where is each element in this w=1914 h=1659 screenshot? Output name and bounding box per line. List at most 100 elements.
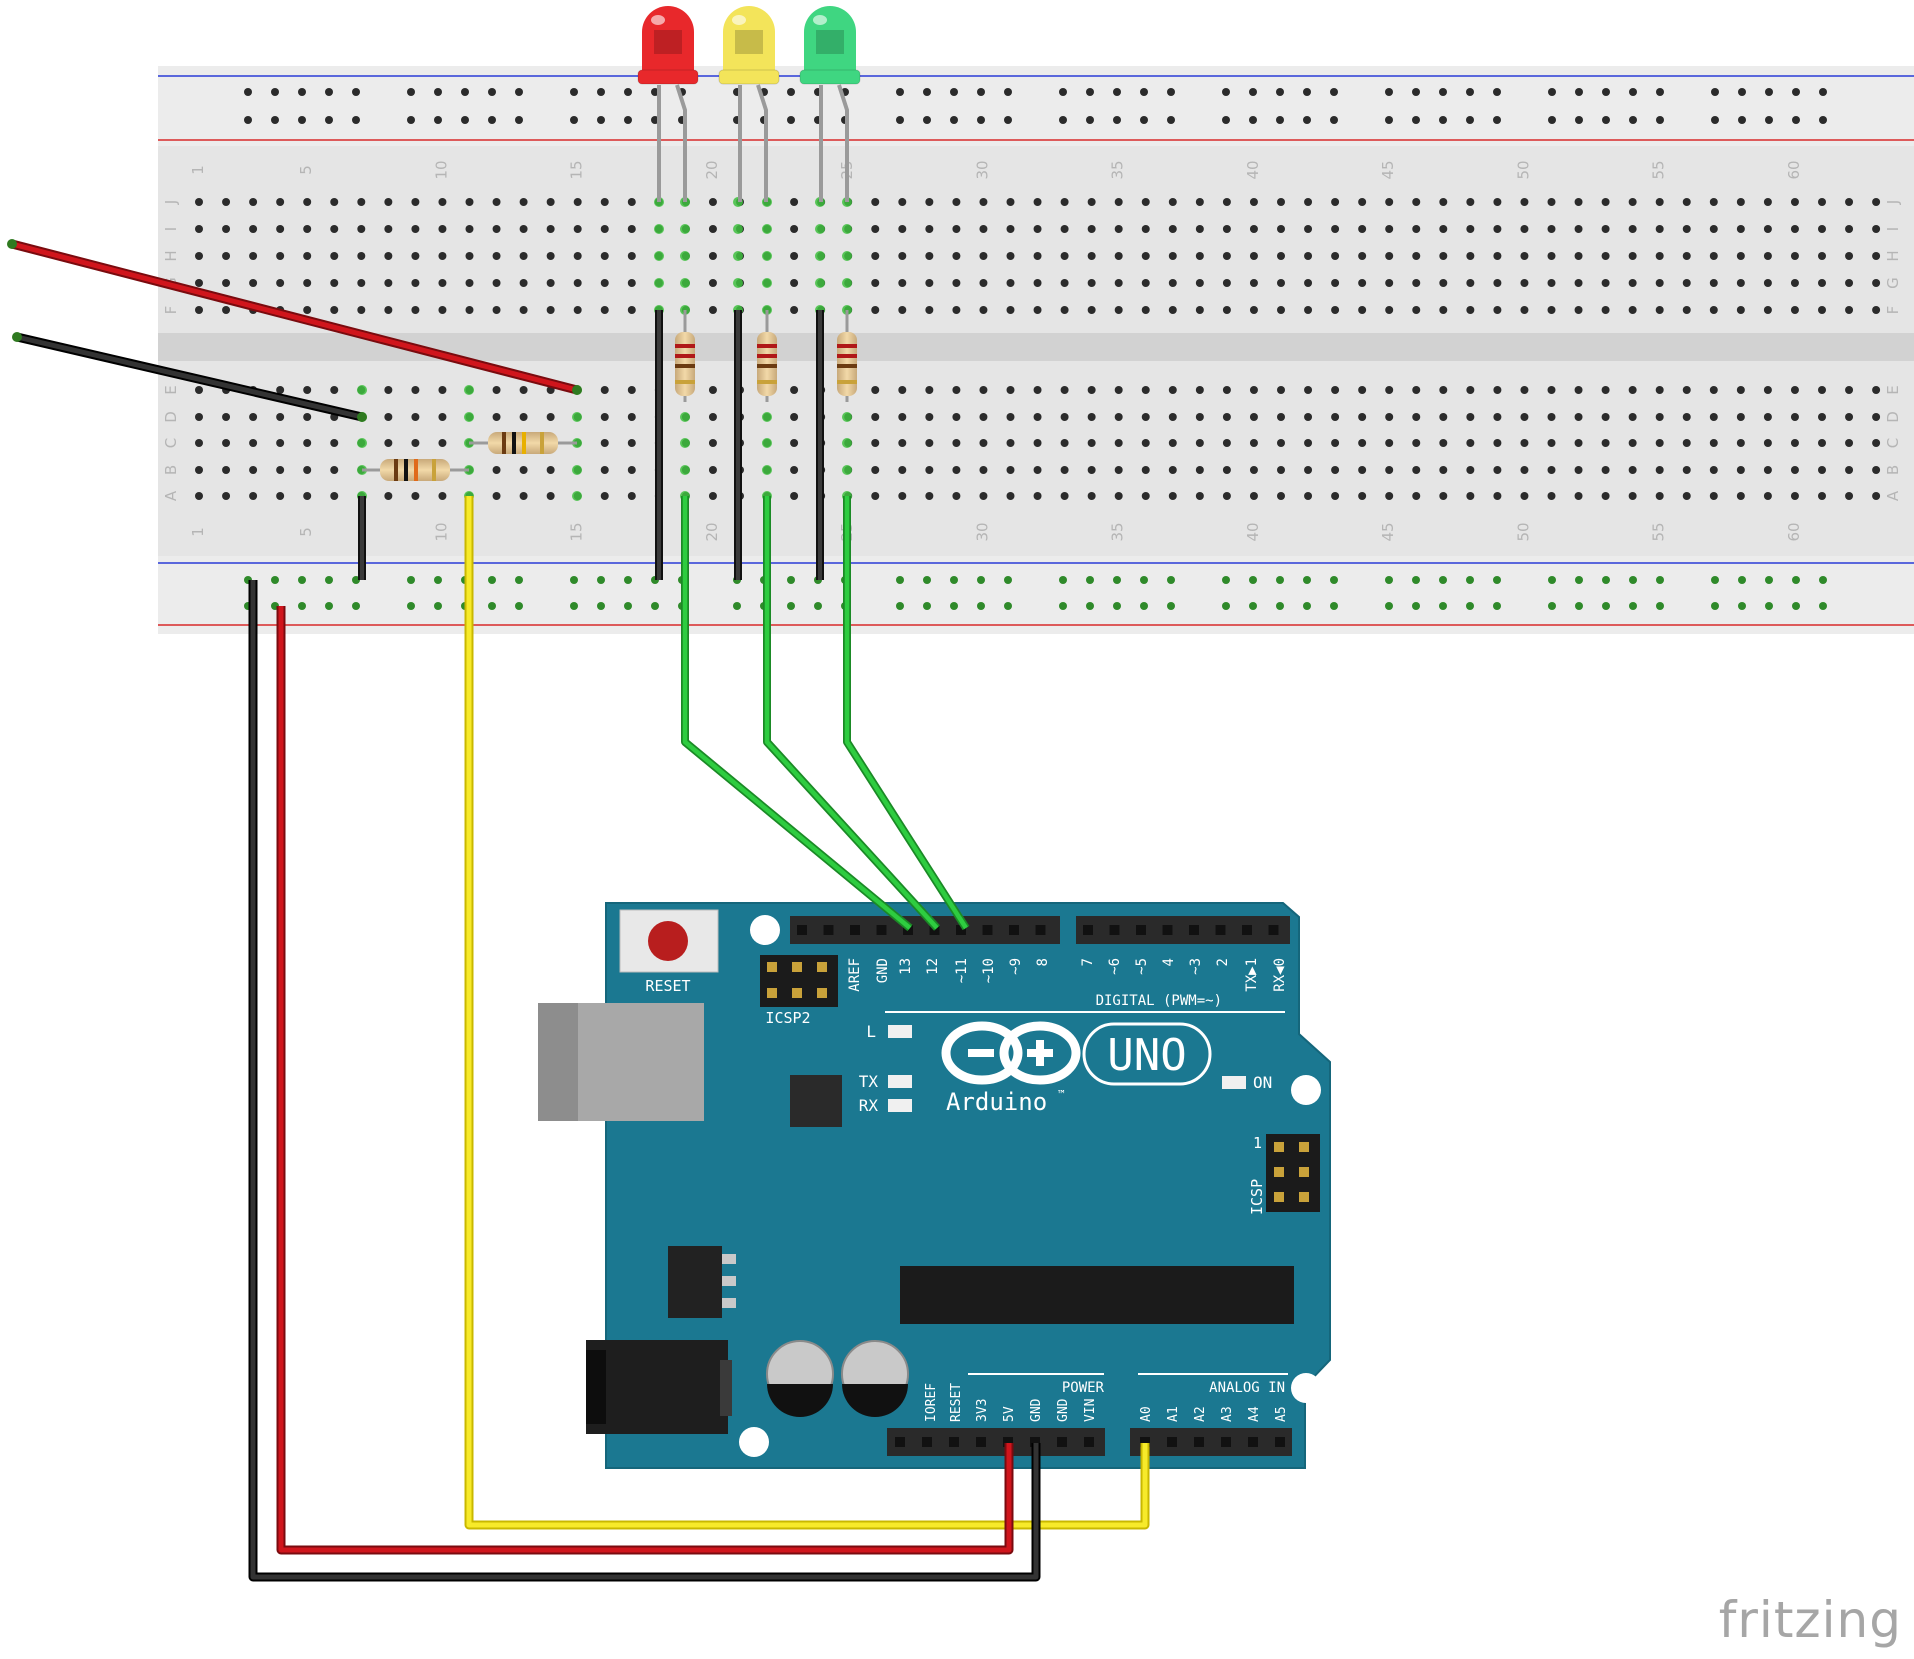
hole (573, 252, 582, 260)
resistor[interactable] (757, 310, 777, 402)
hole (1547, 252, 1556, 260)
hole (303, 492, 312, 500)
hole (195, 279, 203, 287)
hole (438, 439, 447, 447)
rail-hole (325, 602, 333, 610)
resistor[interactable] (837, 310, 857, 402)
red-led[interactable] (637, 6, 699, 202)
hole (1358, 386, 1367, 394)
hole (898, 252, 907, 260)
hole (1736, 439, 1745, 447)
led-highlight (813, 15, 827, 25)
green-led[interactable] (799, 6, 861, 202)
rail-hole (1330, 116, 1338, 124)
header-pin (1167, 1437, 1177, 1447)
hole (925, 225, 934, 233)
hole (1628, 306, 1637, 314)
header-pin (1009, 925, 1019, 935)
hole (195, 413, 203, 421)
rail-hole (977, 576, 985, 584)
rail-hole (1819, 576, 1827, 584)
hole (1574, 492, 1583, 500)
resistor[interactable] (362, 459, 469, 481)
connected-hole (680, 251, 690, 261)
rail-hole (1656, 576, 1664, 584)
yellow-led[interactable] (718, 6, 780, 202)
hole (1087, 386, 1096, 394)
rail-hole (1738, 88, 1746, 96)
hole (1493, 466, 1502, 474)
hole (438, 306, 447, 314)
rail-hole (1548, 88, 1556, 96)
hole (303, 225, 312, 233)
hole (627, 252, 636, 260)
hole (1060, 225, 1069, 233)
rail-hole (515, 576, 523, 584)
hole (1358, 413, 1367, 421)
hole (1249, 439, 1258, 447)
hole (438, 413, 447, 421)
hole (1818, 306, 1826, 314)
hole (1655, 439, 1664, 447)
resistors (362, 310, 857, 481)
analog-pin-label: A4 (1247, 1406, 1262, 1422)
rail-hole (352, 116, 360, 124)
rail-hole (461, 88, 469, 96)
rail-hole (1167, 88, 1175, 96)
hole (1547, 492, 1556, 500)
hole (627, 225, 636, 233)
rail-hole (1004, 116, 1012, 124)
hole (1790, 225, 1799, 233)
resistor[interactable] (675, 310, 695, 402)
header-pin (823, 925, 834, 935)
connected-hole (842, 278, 852, 288)
hole (411, 386, 420, 394)
hole (1304, 279, 1313, 287)
hole (1682, 492, 1691, 500)
hole (1060, 386, 1069, 394)
row-letter: H (1884, 250, 1902, 261)
green-wire-pin11-core (844, 496, 968, 930)
hole (1304, 492, 1313, 500)
arduino-tm: ™ (1058, 1088, 1065, 1101)
rail-hole (1086, 116, 1094, 124)
hole (1790, 306, 1799, 314)
power-pin-label: RESET (949, 1383, 964, 1422)
analog-header (1130, 1428, 1292, 1456)
resistor[interactable] (469, 432, 577, 454)
rail-hole (1004, 602, 1012, 610)
hole (1249, 225, 1258, 233)
icsp-header (1266, 1134, 1320, 1212)
hole (1222, 466, 1231, 474)
digital-pin-label: 12 (925, 958, 941, 975)
connected-hole (733, 251, 743, 261)
hole (1304, 198, 1313, 206)
hole (627, 386, 636, 394)
hole (952, 306, 961, 314)
external-red-wire-core (9, 241, 580, 393)
hole (1520, 225, 1529, 233)
hole (1790, 439, 1799, 447)
hole (1493, 198, 1502, 206)
rail-hole (1765, 88, 1773, 96)
hole (871, 279, 880, 287)
hole (1547, 198, 1556, 206)
rail-hole (570, 88, 578, 96)
hole (1601, 439, 1610, 447)
rail-hole (1412, 602, 1420, 610)
hole (1249, 386, 1258, 394)
hole (1628, 386, 1637, 394)
rail-hole (1819, 116, 1827, 124)
reset-button-cap[interactable] (648, 921, 688, 961)
hole (1277, 279, 1285, 287)
hole (1709, 279, 1718, 287)
hole (1845, 198, 1854, 206)
hole (195, 225, 203, 233)
hole (1304, 413, 1313, 421)
hole (1277, 252, 1285, 260)
header-pin (797, 925, 807, 935)
hole (1601, 386, 1610, 394)
column-number: 45 (1379, 522, 1397, 541)
rail-hole (1548, 602, 1556, 610)
hole (1006, 252, 1015, 260)
